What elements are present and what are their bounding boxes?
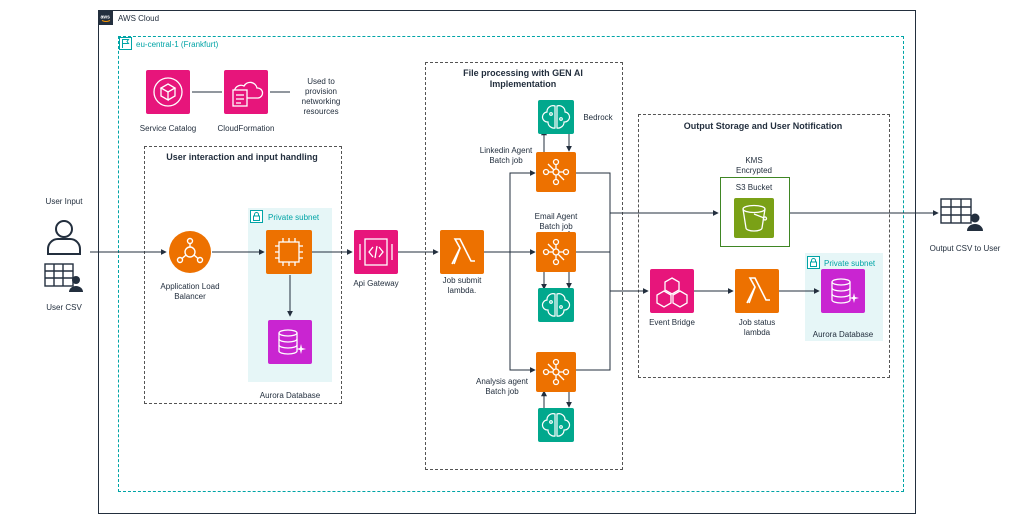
bedrock-icon: [538, 408, 574, 442]
region-container: [118, 36, 904, 492]
s3-bucket-frame: [720, 177, 790, 247]
region-label: eu-central-1 (Frankfurt): [136, 40, 219, 49]
cloudformation-icon: [224, 70, 268, 114]
csv-table-icon: [940, 198, 984, 232]
email-agent-label: Email Agent Batch job: [534, 212, 578, 231]
event-bridge-label: Event Bridge: [649, 318, 695, 327]
genai-group: [425, 62, 623, 470]
output-csv-label: Output CSV to User: [929, 244, 1001, 253]
output-group: [638, 114, 890, 378]
ingest-group: [144, 146, 342, 404]
svg-text:aws: aws: [101, 15, 111, 21]
user-input-label: User Input: [45, 197, 83, 206]
user-csv-label: User CSV: [46, 303, 82, 312]
lock-icon: [250, 210, 263, 223]
bedrock-label: Bedrock: [583, 113, 613, 122]
linkedin-agent-label: Linkedin Agent Batch job: [479, 146, 533, 165]
output-group-title: Output Storage and User Notification: [683, 121, 843, 131]
analysis-agent-label: Analysis agent Batch job: [475, 377, 529, 396]
genai-group-title: File processing with GEN AI Implementati…: [463, 68, 583, 89]
step-functions-icon: [536, 152, 576, 192]
api-gateway-label: Api Gateway: [353, 279, 399, 288]
lambda-icon: [735, 269, 779, 313]
step-functions-icon: [536, 352, 576, 392]
aws-cloud-label: AWS Cloud: [118, 14, 160, 23]
aurora-database-icon: [821, 269, 865, 313]
private-subnet-output-label: Private subnet: [824, 259, 876, 268]
aws-cloud-container: [98, 10, 916, 514]
alb-label: Application Load Balancer: [160, 282, 220, 301]
job-submit-label: Job submit lambda.: [442, 276, 482, 295]
aurora-ingest-label: Aurora Database: [259, 391, 321, 400]
aurora-database-icon: [268, 320, 312, 364]
service-catalog-icon: [146, 70, 190, 114]
api-gateway-icon: [354, 230, 398, 274]
bedrock-icon: [538, 288, 574, 322]
aurora-output-label: Aurora Database: [812, 330, 874, 339]
kms-label: KMS Encrypted: [735, 156, 773, 175]
step-functions-icon: [536, 232, 576, 272]
event-bridge-icon: [650, 269, 694, 313]
lambda-icon: [440, 230, 484, 274]
ingest-group-title: User interaction and input handling: [166, 152, 318, 162]
region-flag-icon: [119, 37, 132, 50]
cloudformation-label: CloudFormation: [217, 124, 275, 133]
lock-icon: [807, 256, 820, 269]
csv-table-icon: [44, 263, 84, 293]
provision-note: Used to provision networking resources: [301, 77, 341, 116]
bedrock-icon: [538, 100, 574, 134]
load-balancer-icon: [168, 230, 212, 274]
private-subnet-ingest-label: Private subnet: [268, 213, 320, 222]
service-catalog-label: Service Catalog: [139, 124, 197, 133]
s3-bucket-icon: [734, 198, 774, 238]
ec2-instance-icon: [266, 230, 312, 274]
aws-logo-icon: aws: [99, 11, 113, 25]
job-status-label: Job status lambda: [738, 318, 776, 337]
user-icon: [44, 216, 84, 256]
s3-bucket-label: S3 Bucket: [735, 183, 773, 192]
